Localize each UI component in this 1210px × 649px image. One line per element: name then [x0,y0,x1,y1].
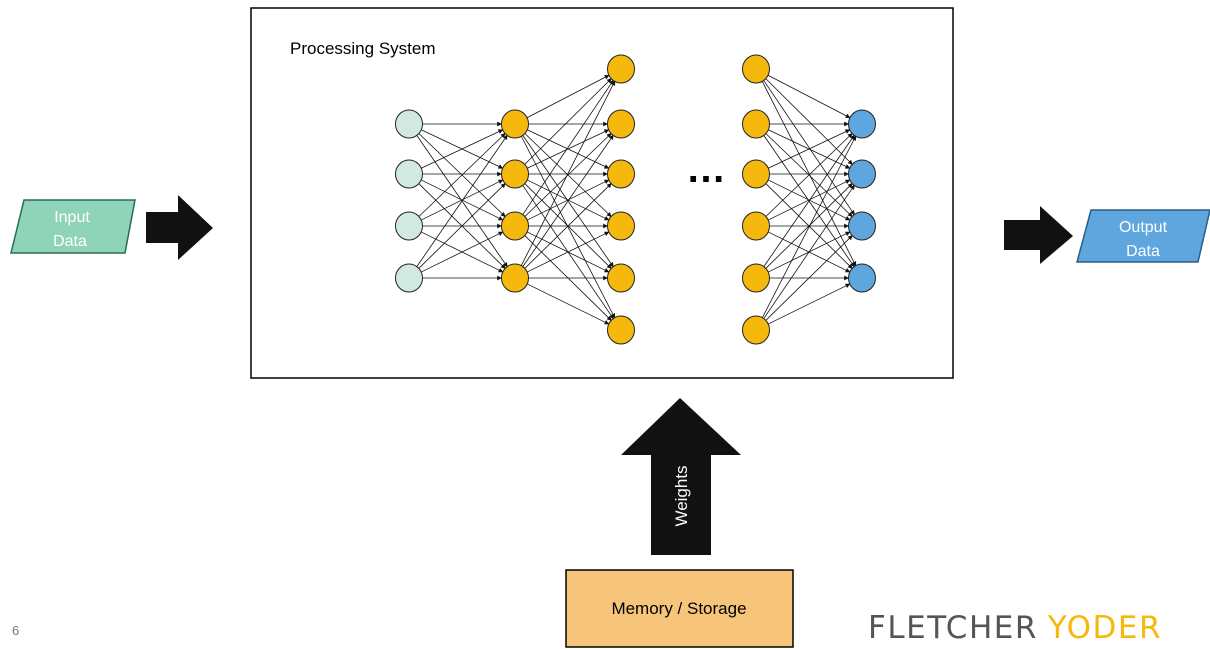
page-number: 6 [12,623,20,638]
connection-l2-4-3 [524,183,612,269]
connection-l1-2-1 [421,129,504,169]
connection-l2-1-6 [520,135,616,319]
output-data-label-line1: Output [1119,219,1168,236]
connection-l4-3-1 [768,129,851,169]
connection-l2-1-1 [526,74,610,119]
connection-l2-3-1 [522,79,614,216]
connection-l1-4-2 [418,183,506,269]
network-ellipsis: … [686,147,726,191]
connection-l4-6-1 [761,135,857,319]
hidden-node-l3-1 [607,54,635,84]
processing-system-title: Processing System [290,39,436,58]
hidden-node-l3-2 [607,109,635,139]
connection-l1-3-1 [418,133,506,217]
input-node-l1-3 [395,211,423,241]
connection-l2-2-2 [527,129,610,169]
connection-l1-4-1 [416,134,508,268]
output-node-l5-2 [848,159,876,189]
connection-l4-4-1 [765,133,853,217]
hidden-node-l4-5 [742,263,770,293]
connection-l4-4-2 [767,179,851,221]
connection-l2-3-3 [526,179,610,221]
input-node-l1-4 [395,263,423,293]
connection-l1-4-3 [420,231,504,273]
output-node-l5-3 [848,211,876,241]
connection-l2-4-2 [522,134,614,268]
hidden-node-l3-3 [607,159,635,189]
connection-l4-5-2 [765,183,853,269]
weights-arrow-icon [621,398,741,555]
input-arrow-icon [146,195,213,260]
hidden-node-l4-4 [742,211,770,241]
hidden-node-l3-4 [607,211,635,241]
network-connections [416,74,857,325]
hidden-node-l4-3 [742,159,770,189]
output-data-shape [1076,209,1210,263]
connection-l4-1-2 [765,78,853,165]
output-arrow-icon [1004,206,1073,264]
connection-l4-1-4 [761,80,857,267]
output-node-l5-1 [848,109,876,139]
connection-l2-4-4 [526,231,610,273]
hidden-node-l2-2 [501,159,529,189]
connection-l2-2-1 [524,78,612,165]
connection-l2-4-6 [526,283,610,325]
connection-l2-4-1 [520,80,616,267]
hidden-node-l4-6 [742,315,770,345]
hidden-node-l4-1 [742,54,770,84]
hidden-node-l4-2 [742,109,770,139]
input-node-l1-1 [395,109,423,139]
memory-storage-box [565,569,794,648]
memory-storage-label: Memory / Storage [611,599,746,618]
hidden-node-l2-4 [501,263,529,293]
connection-l4-6-2 [763,184,855,320]
hidden-node-l3-6 [607,315,635,345]
input-data-shape [10,199,136,254]
connection-l4-5-1 [763,134,855,268]
weights-label: Weights [672,465,691,526]
connection-l4-1-1 [767,74,851,119]
brand-second-word: YODER [1047,610,1163,646]
output-node-l5-4 [848,263,876,293]
connection-l4-6-3 [765,235,853,321]
hidden-node-l2-1 [501,109,529,139]
brand-first-word: FLETCHER [868,610,1038,646]
input-node-l1-2 [395,159,423,189]
hidden-node-l3-5 [607,263,635,293]
input-data-label-line2: Data [53,233,87,250]
connection-l2-3-2 [524,133,612,217]
neural-network [395,54,876,345]
hidden-node-l2-3 [501,211,529,241]
connection-l4-1-3 [763,79,855,216]
input-data-label-line1: Input [54,209,90,226]
output-data-label-line2: Data [1126,243,1160,260]
connection-l4-6-4 [767,283,851,325]
connection-l1-3-2 [420,179,504,221]
